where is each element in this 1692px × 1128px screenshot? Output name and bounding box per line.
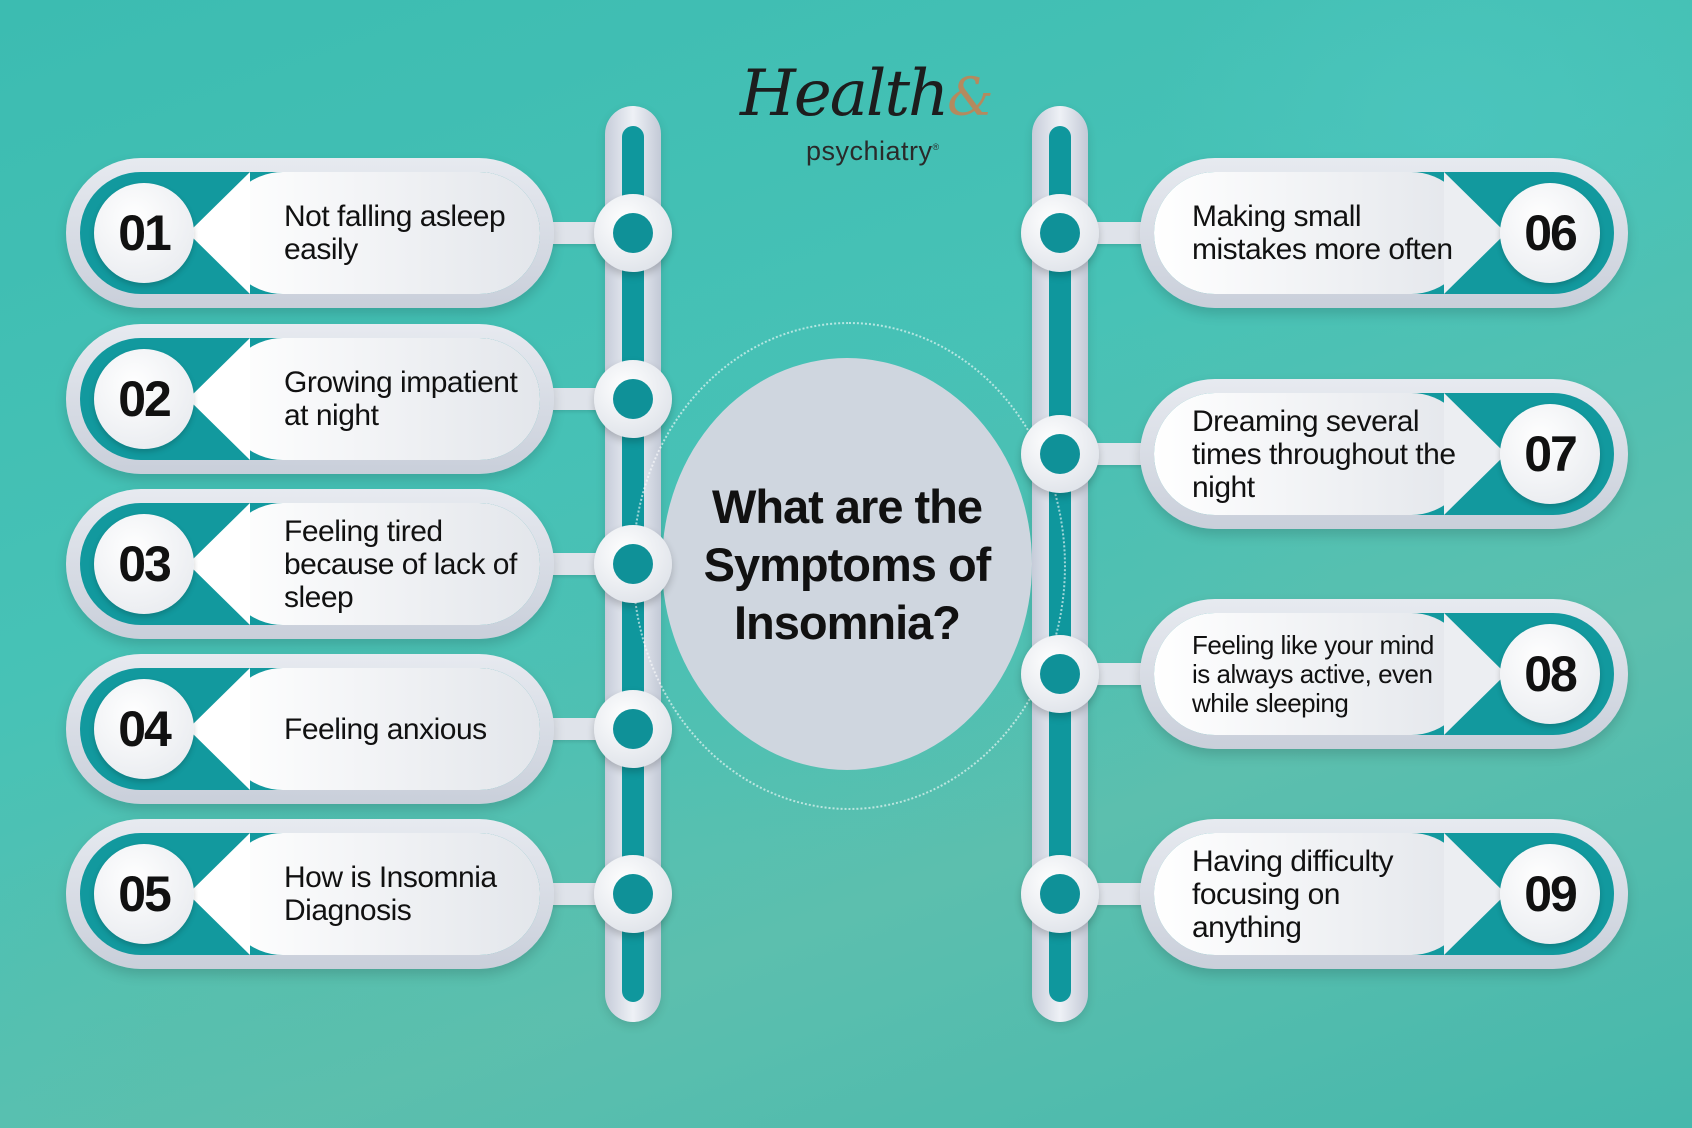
item-label: Feeling tired because of lack of sleep: [284, 514, 517, 614]
item-number: 03: [94, 514, 194, 614]
rail-node: [1021, 194, 1099, 272]
symptom-item-07: 07 Dreaming several times throughout the…: [1140, 379, 1628, 529]
item-number: 06: [1500, 183, 1600, 283]
symptom-item-02: 02 Growing impatient at night: [66, 324, 554, 474]
rail-node: [594, 525, 672, 603]
symptom-item-08: 08 Feeling like your mind is always acti…: [1140, 599, 1628, 749]
symptom-item-03: 03 Feeling tired because of lack of slee…: [66, 489, 554, 639]
item-number: 08: [1500, 624, 1600, 724]
item-number: 02: [94, 349, 194, 449]
item-number: 07: [1500, 404, 1600, 504]
item-number: 04: [94, 679, 194, 779]
item-label: Having difficulty focusing on anything: [1192, 844, 1394, 944]
item-label: How is Insomnia Diagnosis: [284, 861, 497, 927]
rail-node: [594, 690, 672, 768]
rail-node: [594, 194, 672, 272]
rail-node: [1021, 635, 1099, 713]
brand-logo: Health& psychiatry®: [740, 62, 994, 172]
symptom-item-01: 01 Not falling asleep easily: [66, 158, 554, 308]
logo-subtitle: psychiatry: [806, 136, 933, 166]
item-number: 01: [94, 183, 194, 283]
item-label: Making small mistakes more often: [1192, 200, 1453, 266]
symptom-item-04: 04 Feeling anxious: [66, 654, 554, 804]
rail-node: [1021, 415, 1099, 493]
item-label: Feeling like your mind is always active,…: [1192, 629, 1434, 718]
rail-node: [594, 855, 672, 933]
registered-mark: ®: [932, 142, 940, 152]
item-label: Not falling asleep easily: [284, 200, 506, 266]
symptom-item-09: 09 Having difficulty focusing on anythin…: [1140, 819, 1628, 969]
rail-node: [594, 360, 672, 438]
item-number: 09: [1500, 844, 1600, 944]
center-disc: [662, 358, 1032, 770]
item-label: Feeling anxious: [284, 712, 487, 746]
item-label: Growing impatient at night: [284, 366, 518, 432]
item-label: Dreaming several times throughout the ni…: [1192, 404, 1456, 504]
item-number: 05: [94, 844, 194, 944]
rail-node: [1021, 855, 1099, 933]
diagram-title: What are the Symptoms of Insomnia?: [703, 480, 992, 649]
symptom-item-06: 06 Making small mistakes more often: [1140, 158, 1628, 308]
logo-word: Health: [740, 57, 949, 131]
symptom-item-05: 05 How is Insomnia Diagnosis: [66, 819, 554, 969]
logo-ampersand: &: [947, 68, 993, 128]
